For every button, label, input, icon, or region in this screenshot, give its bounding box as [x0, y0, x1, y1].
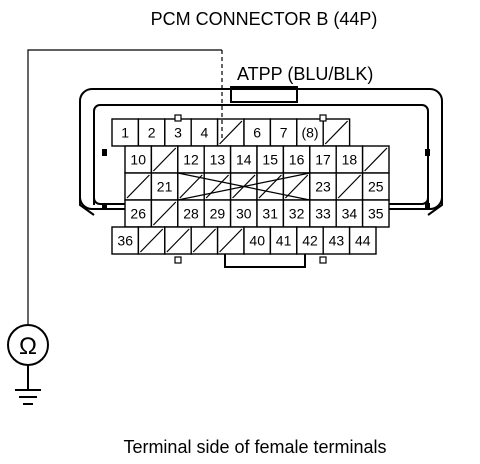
- terminal-13: 13: [203, 145, 232, 174]
- terminal-35: 35: [361, 199, 390, 228]
- terminal-label: 17: [315, 152, 331, 168]
- housing-lock: [102, 149, 107, 156]
- terminal-33: 33: [309, 199, 337, 228]
- terminal-7: 7: [269, 118, 298, 147]
- terminal-empty: [256, 172, 285, 201]
- terminal-label: 4: [201, 125, 209, 141]
- terminal-23: 23: [309, 172, 337, 201]
- terminal-label: 10: [130, 152, 146, 168]
- terminal-label: 35: [368, 206, 384, 222]
- terminal-14: 14: [229, 145, 258, 174]
- terminal-40: 40: [243, 226, 272, 255]
- terminal-label: 42: [302, 233, 318, 249]
- terminal-44: 44: [348, 226, 377, 255]
- ohmmeter-symbol: Ω: [19, 333, 37, 360]
- terminal-36: 36: [111, 226, 140, 255]
- terminal-label: 13: [210, 152, 226, 168]
- terminal-label: 16: [289, 152, 305, 168]
- terminal-12: 12: [177, 145, 205, 174]
- terminal-1: 1: [111, 118, 140, 147]
- terminal-label: 7: [280, 125, 288, 141]
- terminal-label: (8): [301, 125, 318, 141]
- terminal-32: 32: [282, 199, 311, 228]
- ground-icon: [15, 365, 41, 405]
- terminal-28: 28: [177, 199, 205, 228]
- terminal-17: 17: [309, 145, 337, 174]
- terminal-empty: [335, 172, 364, 201]
- blocked-cavity-cross: [177, 172, 310, 201]
- diagram-caption: Terminal side of female terminals: [123, 437, 386, 457]
- terminal-label: 1: [121, 125, 129, 141]
- terminal-6: 6: [243, 118, 272, 147]
- terminal-label: 14: [236, 152, 252, 168]
- terminal-41: 41: [269, 226, 298, 255]
- terminal-label: 23: [315, 179, 331, 195]
- terminal-3: 3: [164, 118, 192, 147]
- terminal-label: 21: [157, 179, 173, 195]
- housing-lock: [102, 203, 107, 210]
- terminal-25: 25: [361, 172, 390, 201]
- terminal-42: 42: [296, 226, 324, 255]
- terminal-label: 2: [148, 125, 156, 141]
- housing-notch: [174, 256, 182, 264]
- housing-notch: [174, 114, 182, 122]
- terminal-16: 16: [282, 145, 311, 174]
- terminal-label: 26: [130, 206, 146, 222]
- terminal-30: 30: [229, 199, 258, 228]
- terminal-empty: [150, 145, 179, 174]
- terminal-15: 15: [256, 145, 285, 174]
- terminal-label: 43: [329, 233, 345, 249]
- terminal-label: 3: [174, 125, 182, 141]
- terminal-34: 34: [335, 199, 364, 228]
- housing-lock: [425, 203, 430, 210]
- terminal-label: 6: [253, 125, 261, 141]
- terminal-label: 18: [342, 152, 358, 168]
- ohmmeter-icon: Ω: [7, 324, 49, 366]
- terminal-label: 40: [249, 233, 265, 249]
- terminal-31: 31: [256, 199, 285, 228]
- terminal-label: 33: [315, 206, 331, 222]
- terminal-label: 31: [262, 206, 278, 222]
- terminal-10: 10: [124, 145, 153, 174]
- terminal-empty: [216, 226, 245, 255]
- terminal-43: 43: [322, 226, 351, 255]
- terminal-2: 2: [137, 118, 166, 147]
- terminal-empty: [137, 226, 166, 255]
- terminal-label: 41: [276, 233, 292, 249]
- terminal-label: 30: [236, 206, 252, 222]
- terminal-21: 21: [150, 172, 179, 201]
- terminal-4: 4: [190, 118, 219, 147]
- housing-notch: [319, 114, 327, 122]
- terminal-empty: [203, 172, 232, 201]
- terminal-empty: [150, 199, 179, 228]
- terminal-empty: [124, 172, 153, 201]
- terminal-8: (8): [296, 118, 324, 147]
- terminal-29: 29: [203, 199, 232, 228]
- terminal-label: 32: [289, 206, 305, 222]
- housing-lock: [425, 149, 430, 156]
- terminal-label: 34: [342, 206, 358, 222]
- terminal-empty: [190, 226, 219, 255]
- terminal-label: 36: [117, 233, 133, 249]
- terminal-empty: [361, 145, 390, 174]
- terminal-18: 18: [335, 145, 364, 174]
- terminal-label: 29: [210, 206, 226, 222]
- test-wire: [27, 49, 223, 325]
- wire-label: ATPP (BLU/BLK): [237, 64, 373, 84]
- terminal-label: 25: [368, 179, 384, 195]
- terminal-label: 12: [183, 152, 199, 168]
- terminal-label: 44: [355, 233, 371, 249]
- terminal-empty: [164, 226, 192, 255]
- diagram-title: PCM CONNECTOR B (44P): [151, 9, 378, 29]
- terminal-label: 28: [183, 206, 199, 222]
- terminal-empty: [322, 118, 351, 147]
- terminal-26: 26: [124, 199, 153, 228]
- terminal-label: 15: [262, 152, 278, 168]
- housing-notch: [319, 256, 327, 264]
